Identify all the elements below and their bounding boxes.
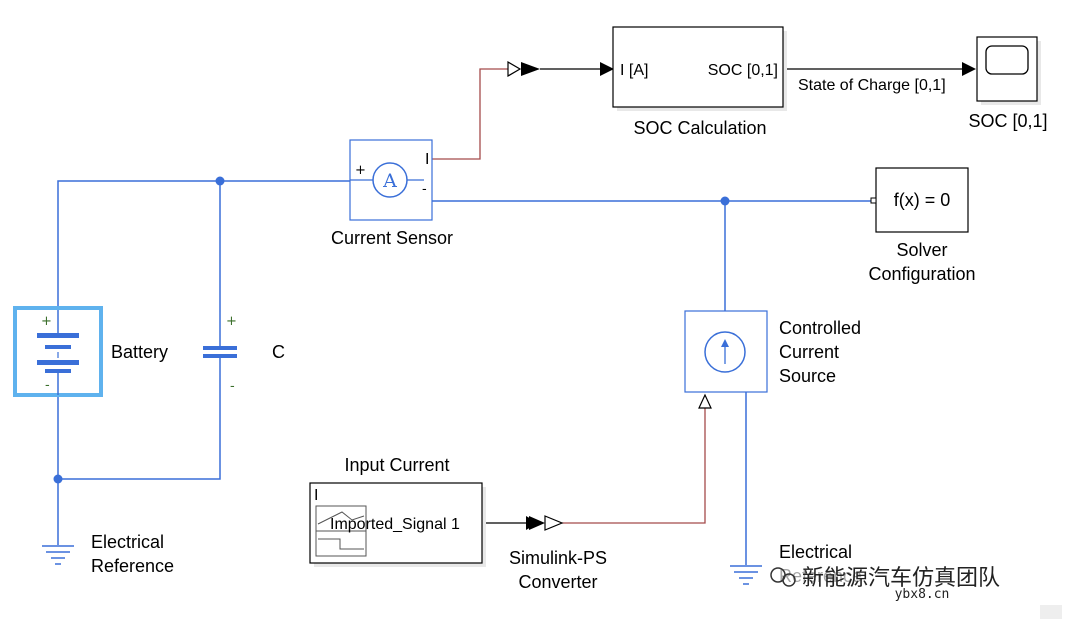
watermark: 新能源汽车仿真团队 ybx8.cn (770, 566, 1062, 619)
soc-calc-input-label: I [A] (620, 62, 648, 79)
ground-right-line1: Electrical (779, 542, 852, 562)
arrow-icon (600, 62, 614, 76)
current-sensor-name: Current Sensor (331, 228, 453, 248)
capacitor-block[interactable]: + - (203, 312, 237, 394)
watermark-text: 新能源汽车仿真团队 (802, 566, 1000, 591)
battery-minus: - (45, 378, 50, 393)
soc-scope-name: SOC [0,1] (968, 111, 1047, 131)
capacitor-minus: - (230, 379, 235, 394)
solver-configuration-block[interactable]: f(x) = 0 (870, 167, 969, 233)
wire-sensor-to-ps-converter[interactable] (431, 68, 508, 160)
input-body (309, 482, 483, 564)
source-name-line1: Controlled (779, 318, 861, 338)
junction-dots (53, 176, 730, 484)
arrow-up-icon (721, 339, 729, 347)
battery-plate-icon (37, 333, 79, 338)
converter-in-icon (507, 60, 522, 78)
soc-scope-block[interactable] (976, 36, 1041, 105)
watermark-site: ybx8.cn (895, 587, 950, 602)
sensor-port-i: I (425, 151, 429, 168)
junction-dot (53, 474, 63, 484)
soc-calc-output-label: SOC [0,1] (708, 62, 778, 79)
corner-badge (1040, 605, 1062, 619)
controlled-current-source-block[interactable] (684, 310, 768, 393)
ground-left-line1: Electrical (91, 532, 164, 552)
converter-name-line1: Simulink-PS (509, 548, 607, 568)
converter-out-icon (521, 62, 540, 76)
battery-plate-icon (45, 345, 71, 349)
simulink-ps-converter[interactable] (529, 515, 564, 531)
converter-name-line2: Converter (518, 572, 597, 592)
solver-body (875, 167, 969, 233)
current-sensor-block[interactable]: A + I - (349, 139, 433, 221)
converter-out-icon (544, 515, 564, 531)
wechat-logo-icon (782, 573, 796, 587)
input-current-title: Input Current (344, 455, 449, 475)
ps-simulink-converter[interactable] (507, 60, 540, 78)
junction-dot (215, 176, 225, 186)
electrical-reference-right[interactable] (730, 565, 762, 585)
source-name-line2: Current (779, 342, 839, 362)
capacitor-plus: + (226, 314, 237, 329)
signal-label-soc: State of Charge [0,1] (798, 77, 946, 94)
soc-calc-body (612, 26, 784, 108)
capacitor-plate-icon (203, 354, 237, 358)
converter-in-icon (529, 516, 545, 530)
wire-battery-top[interactable] (57, 180, 350, 310)
solver-name-line2: Configuration (868, 264, 975, 284)
electrical-reference-left[interactable] (42, 545, 74, 565)
sensor-plus: + (355, 163, 366, 178)
scope-screen-icon (985, 45, 1029, 75)
source-name-line3: Source (779, 366, 836, 386)
wire-converter-to-source[interactable] (562, 405, 706, 524)
soc-calc-name: SOC Calculation (633, 118, 766, 138)
soc-calculation-block[interactable]: I [A] SOC [0,1] (612, 26, 787, 111)
signal-preview-icon (315, 505, 367, 557)
input-port-i: I (314, 487, 318, 504)
simulink-signal-wires (484, 68, 966, 524)
ammeter-symbol: A (382, 170, 397, 192)
battery-plate-icon (45, 369, 71, 373)
battery-plus: + (41, 314, 52, 329)
junction-dot (720, 196, 730, 206)
capacitor-name: C (272, 342, 285, 362)
imported-signal-label: Imported_Signal 1 (330, 516, 460, 533)
signal-wires (431, 68, 706, 524)
ground-right-line2: Reference (779, 566, 862, 586)
arrow-icon (698, 393, 712, 409)
wire-sensor-minus[interactable] (424, 189, 874, 202)
capacitor-plate-icon (203, 346, 237, 350)
arrow-icon (962, 62, 976, 76)
input-current-block[interactable]: I Imported_Signal 1 (309, 482, 486, 567)
sensor-minus: - (422, 182, 427, 197)
wire-capacitor-bottom[interactable] (58, 378, 221, 480)
solver-name-line1: Solver (896, 240, 947, 260)
solver-expression: f(x) = 0 (894, 190, 951, 210)
battery-block[interactable]: + - (13, 306, 103, 397)
solver-port (870, 197, 877, 204)
battery-plate-icon (37, 360, 79, 365)
ground-left-line2: Reference (91, 556, 174, 576)
battery-name: Battery (111, 342, 168, 362)
